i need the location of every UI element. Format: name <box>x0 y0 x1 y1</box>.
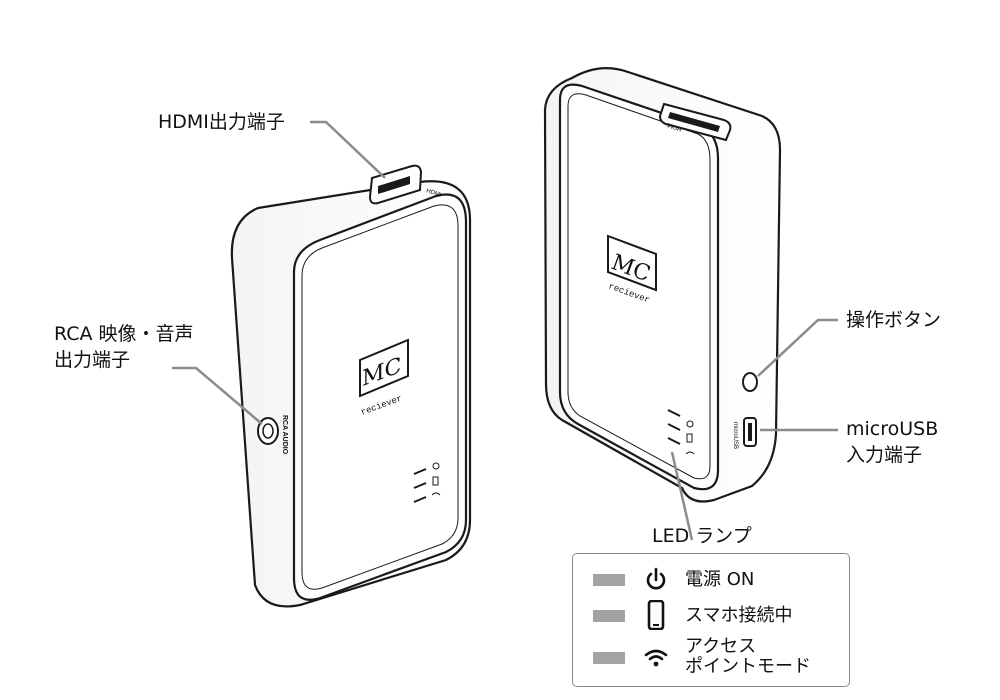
wifi-icon <box>644 649 668 667</box>
right-hdmi-port: HDMI <box>658 102 732 142</box>
left-rca-port: RCA AUDIO <box>257 415 288 455</box>
smartphone-icon <box>647 600 665 630</box>
callout-rca-line1: RCA 映像・音声 <box>54 323 194 345</box>
legend-text-phone: スマホ接続中 <box>685 605 793 626</box>
right-logo: MC reciever <box>607 234 657 306</box>
legend-indicator-bar <box>593 610 625 622</box>
right-hdmi-print: HDMI <box>666 121 683 132</box>
callout-rca-line2: 出力端子 <box>54 349 131 371</box>
legend-text-wifi-line1: アクセス <box>685 636 757 657</box>
leader-lines <box>172 120 838 541</box>
legend-row-power: 電源 ON <box>573 562 849 598</box>
left-hdmi-print: HDMI <box>425 188 442 199</box>
right-usb-port: microUSB <box>732 417 757 449</box>
right-op-button <box>742 372 758 392</box>
left-leds <box>413 462 441 503</box>
left-device: HDMI RCA AUDIO MC reciever <box>230 164 472 608</box>
legend-row-phone: スマホ接続中 <box>573 598 849 634</box>
callout-led: LED ランプ <box>652 525 752 547</box>
right-usb-print: microUSB <box>732 422 738 449</box>
legend-indicator-bar <box>593 652 625 664</box>
right-leds <box>667 409 695 455</box>
legend-text-wifi-line2: ポイントモード <box>685 656 811 677</box>
left-device-front <box>292 193 468 601</box>
callout-usb-line1: microUSB <box>846 418 939 440</box>
right-device-front <box>558 83 720 491</box>
leader-hdmi <box>310 120 386 179</box>
leader-button <box>757 318 838 377</box>
leader-rca <box>172 366 263 425</box>
legend-row-wifi: アクセス ポイントモード <box>573 636 849 682</box>
leader-led <box>670 451 694 541</box>
right-device: HDMI MC reciever microUSB <box>543 67 782 503</box>
callout-button: 操作ボタン <box>846 309 942 331</box>
led-legend: 電源 ON スマホ接続中 アクセス ポイントモード <box>572 553 850 687</box>
legend-indicator-bar <box>593 574 625 586</box>
callout-usb-line2: 入力端子 <box>846 444 923 466</box>
callout-hdmi: HDMI出力端子 <box>158 111 285 133</box>
legend-text-power: 電源 ON <box>685 569 755 590</box>
left-rca-print: RCA AUDIO <box>281 415 288 455</box>
power-icon <box>646 567 666 590</box>
